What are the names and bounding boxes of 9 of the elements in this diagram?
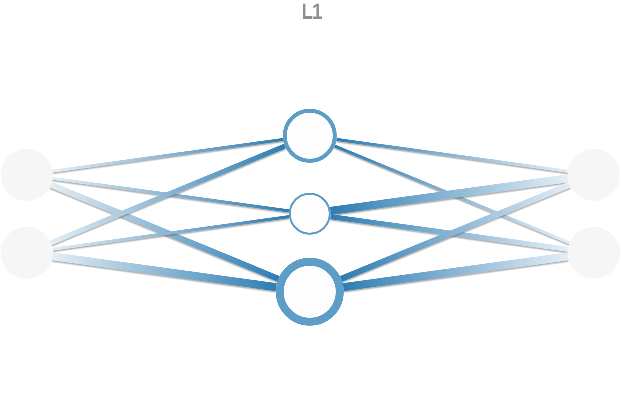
connector-line: [330, 174, 569, 216]
connector-line: [336, 138, 568, 173]
connector-line: [343, 252, 569, 292]
connector-line: [52, 252, 277, 292]
title: L1: [301, 0, 322, 24]
connector-line: [52, 177, 290, 213]
connector-line: [52, 215, 290, 251]
connector-line: [330, 214, 569, 252]
connector-line: [52, 138, 284, 173]
